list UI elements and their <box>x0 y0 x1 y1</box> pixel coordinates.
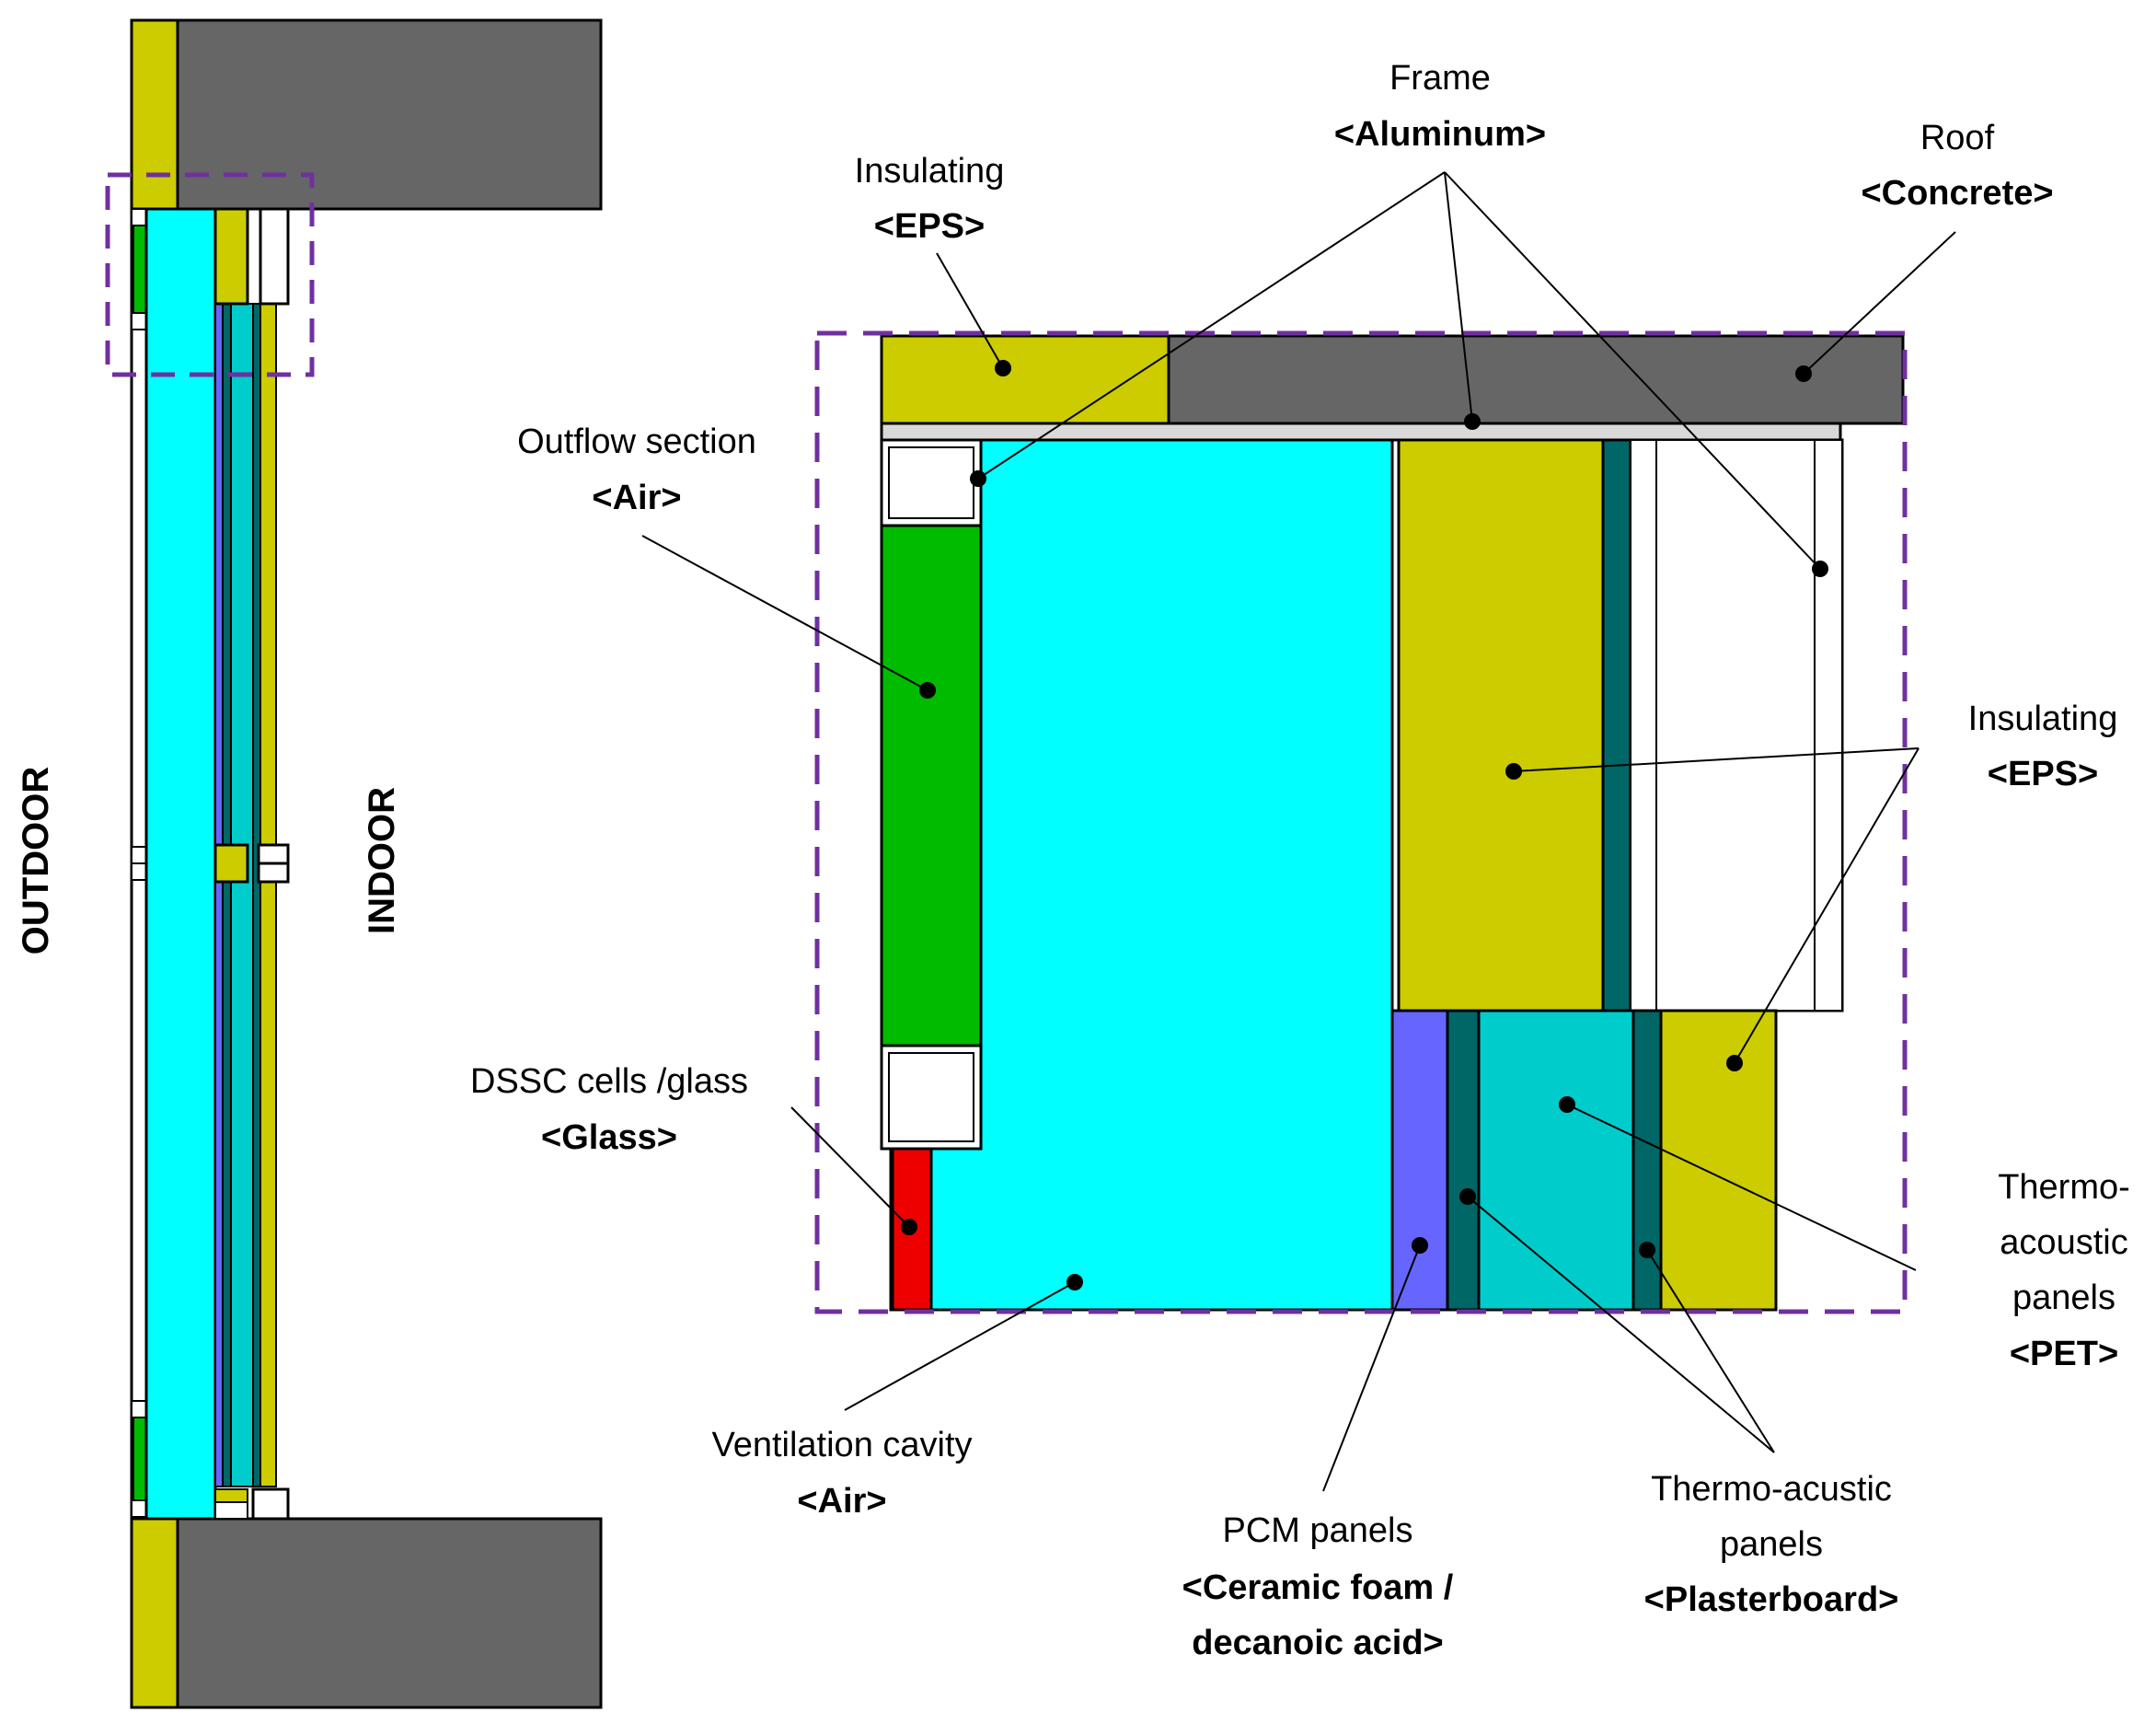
bot-frame-block-a <box>214 1501 248 1520</box>
top-eps-block <box>213 207 249 306</box>
detail-insulating-top <box>880 334 1170 425</box>
insulating-top-material: <EPS> <box>874 207 985 246</box>
frame-small-mid-a <box>131 846 147 864</box>
pet-label-line2: acoustic <box>2000 1223 2127 1262</box>
frame-label: Frame <box>1389 59 1491 98</box>
pcm-material-line1: <Ceramic foam / <box>1182 1568 1454 1607</box>
ventilation-cavity-full <box>144 207 217 1521</box>
mid-frame-block-b <box>257 862 290 884</box>
indoor-label: INDOOR <box>362 787 402 934</box>
bot-frame-block-b <box>251 1487 290 1521</box>
mid-eps-block <box>213 843 249 884</box>
plasterboard-strip-a <box>222 303 232 1487</box>
bottom-slab-concrete <box>176 1517 603 1709</box>
mid-frame-block-a <box>257 843 290 865</box>
detail-dssc-green <box>880 524 983 1047</box>
ventilation-material: <Air> <box>797 1482 886 1521</box>
frame-dot-3 <box>1812 561 1828 577</box>
detail-frame-upper-b <box>1655 439 1816 1012</box>
frame-small-bot-a <box>131 1400 147 1418</box>
plasterboard-dot-1 <box>1459 1188 1476 1205</box>
pcm-label: PCM panels <box>1223 1511 1413 1550</box>
detail-frame-upper-c <box>1814 439 1843 1012</box>
insulating-right-dot-1 <box>1505 763 1522 780</box>
insulating-right-label: Insulating <box>1968 700 2118 738</box>
outflow-label: Outflow section <box>517 422 756 461</box>
detail-plasterboard-a <box>1446 1009 1481 1312</box>
pcm-dot <box>1412 1237 1428 1254</box>
frame-small-bot-b <box>131 1499 147 1518</box>
dssc-dot <box>901 1219 917 1235</box>
plasterboard-dot-2 <box>1639 1242 1655 1258</box>
top-frame-block <box>259 207 290 306</box>
detail-marker-small <box>105 172 315 377</box>
pcm-strip-full <box>214 303 224 1487</box>
detail-frame-upper-a <box>1630 439 1657 1012</box>
ventilation-dot <box>1066 1274 1083 1290</box>
eps-strip-full <box>259 303 277 1487</box>
dssc-lower <box>133 1417 147 1501</box>
outdoor-label: OUTDOOR <box>16 767 56 955</box>
pet-material: <PET> <box>2010 1335 2118 1373</box>
dssc-upper <box>133 225 147 314</box>
roof-dot <box>1795 365 1812 382</box>
dssc-material: <Glass> <box>541 1118 677 1157</box>
top-slab-eps <box>130 18 179 211</box>
pet-dot <box>1559 1096 1575 1113</box>
pet-strip-full <box>230 303 254 1487</box>
detail-dashed-border <box>814 330 1908 1314</box>
detail-insulating-lower <box>1659 1009 1778 1312</box>
detail-insulating-upper <box>1397 438 1605 1012</box>
roof-label: Roof <box>1920 119 1995 157</box>
pet-label-line1: Thermo- <box>1998 1168 2130 1207</box>
pet-label-line3: panels <box>2012 1279 2116 1317</box>
outflow-material: <Air> <box>592 479 681 517</box>
detail-outflow-inner <box>888 446 974 519</box>
frame-dot-1 <box>970 470 986 487</box>
bot-eps-block <box>214 1488 248 1503</box>
frame-small-top-a <box>131 208 147 226</box>
detail-roof-concrete <box>1167 334 1905 425</box>
leader-lines <box>641 171 1956 1492</box>
frame-small-top-b <box>131 312 147 330</box>
detail-lower-frame-inner <box>888 1052 974 1142</box>
outflow-dot <box>919 682 936 699</box>
bottom-slab-eps <box>130 1517 179 1709</box>
labels: Frame <Aluminum> Roof <Concrete> Insulat… <box>470 59 2130 1662</box>
detail-pcm <box>1390 1009 1449 1312</box>
plasterboard-label-line2: panels <box>1720 1525 1823 1564</box>
insulating-top-label: Insulating <box>855 152 1005 191</box>
insulating-right-material: <EPS> <box>1988 755 2098 793</box>
full-section-drawing <box>105 18 603 1709</box>
ventilation-label: Ventilation cavity <box>711 1426 972 1464</box>
frame-small-mid-b <box>131 862 147 881</box>
detail-pet <box>1477 1009 1635 1312</box>
plasterboard-label-line1: Thermo-acustic <box>1651 1470 1892 1509</box>
plasterboard-material: <Plasterboard> <box>1644 1580 1899 1619</box>
insulating-top-dot <box>995 360 1011 376</box>
frame-dot-2 <box>1464 413 1481 430</box>
detail-plasterboard-upper <box>1601 438 1632 1012</box>
top-slab-concrete <box>176 18 603 211</box>
detail-drawing <box>814 330 1908 1314</box>
pcm-material-line2: decanoic acid> <box>1192 1624 1444 1662</box>
dssc-label: DSSC cells /glass <box>470 1062 748 1101</box>
frame-material: <Aluminum> <box>1334 115 1546 154</box>
plasterboard-strip-b <box>252 303 261 1487</box>
roof-material: <Concrete> <box>1861 174 2053 213</box>
insulating-right-dot-2 <box>1726 1055 1743 1071</box>
